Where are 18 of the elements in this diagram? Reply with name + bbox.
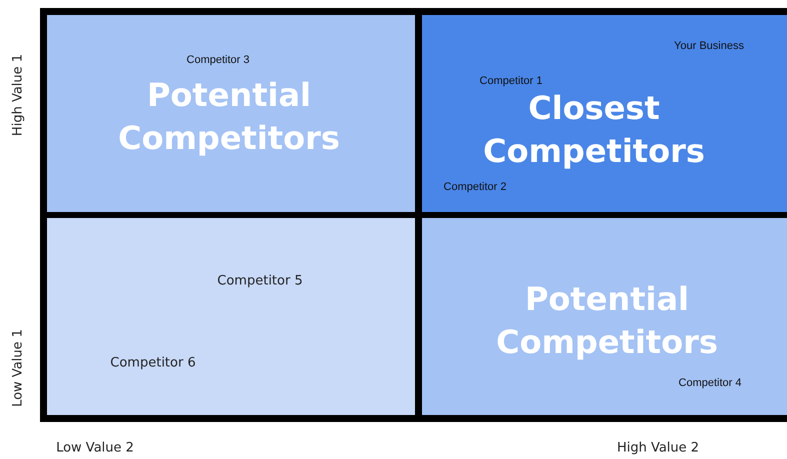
- quadrant-title: Potential Competitors: [117, 74, 341, 159]
- quadrant-title: Potential Competitors: [495, 278, 719, 363]
- point-label: Competitor 5: [217, 274, 303, 288]
- point-label: Competitor 4: [678, 377, 742, 389]
- point-label: Competitor 6: [110, 356, 196, 370]
- axis-label: Low Value 1: [10, 329, 26, 407]
- axis-label: High Value 2: [616, 440, 700, 456]
- axis-label: High Value 1: [10, 54, 26, 136]
- quadrant: [422, 15, 787, 212]
- point-label: Competitor 1: [480, 75, 542, 87]
- point-label: Your Business: [674, 40, 744, 52]
- point-label: Competitor 2: [444, 181, 506, 193]
- quadrant-title: Closest Competitors: [482, 88, 706, 172]
- point-label: Competitor 3: [186, 54, 250, 66]
- quadrant: [47, 15, 415, 212]
- axis-label: Low Value 2: [56, 440, 134, 456]
- quadrant: [47, 218, 415, 415]
- quadrant: [422, 218, 787, 415]
